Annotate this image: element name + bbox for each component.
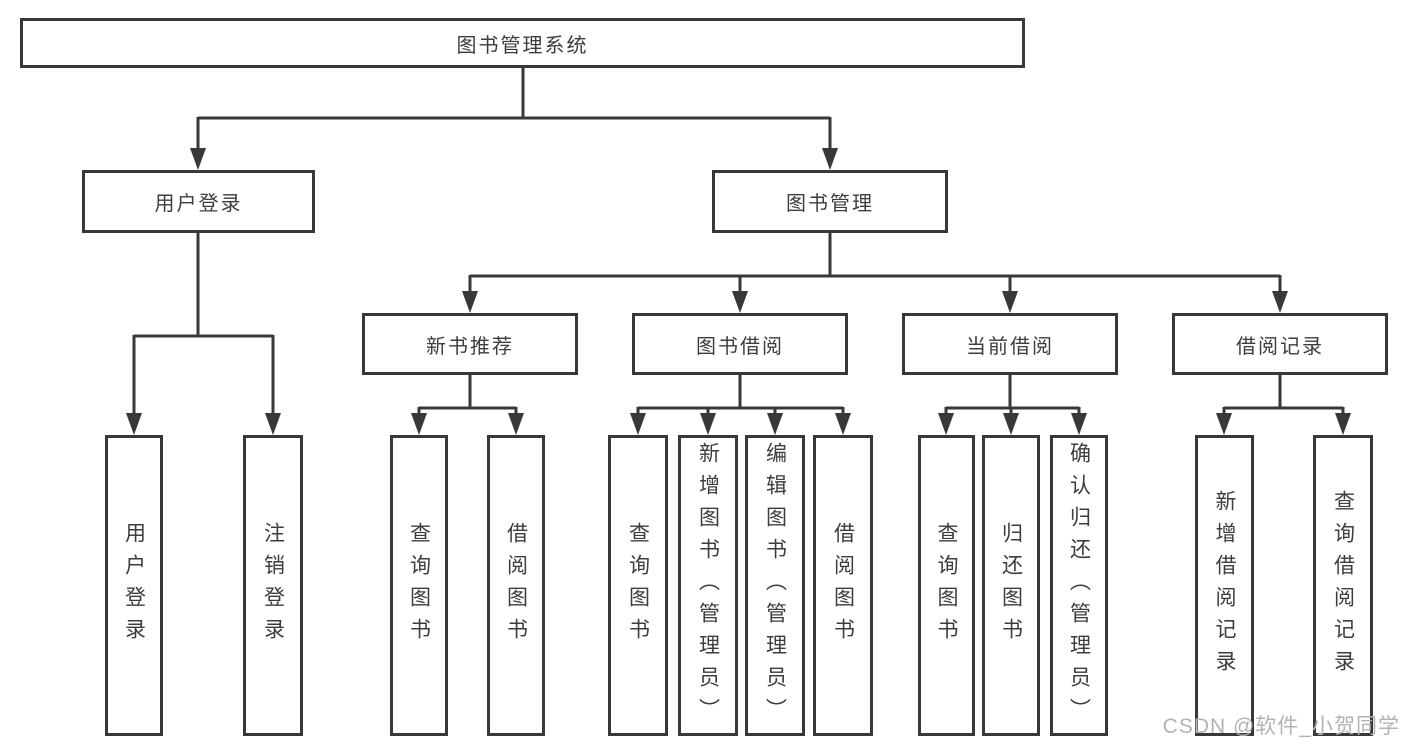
leaf-return-books-label: 归还图书 xyxy=(999,521,1023,650)
leaf-confirm-return-admin: 确认归还（管理员） xyxy=(1050,435,1108,736)
leaf-return-books: 归还图书 xyxy=(982,435,1040,736)
leaf-query-borrow-record-label: 查询借阅记录 xyxy=(1331,489,1355,682)
leaf-user-login: 用户登录 xyxy=(105,435,163,736)
node-book-borrowing: 图书借阅 xyxy=(632,313,848,375)
leaf-add-books-admin: 新增图书（管理员） xyxy=(678,435,738,736)
node-current-borrowing-label: 当前借阅 xyxy=(966,335,1054,358)
leaf-borrow-books-label: 借阅图书 xyxy=(831,521,855,650)
node-new-book-recommend: 新书推荐 xyxy=(362,313,578,375)
leaf-edit-books-admin: 编辑图书（管理员） xyxy=(745,435,805,736)
leaf-query-books-current: 查询图书 xyxy=(918,435,975,736)
leaf-logout-label: 注销登录 xyxy=(261,521,285,650)
leaf-query-books-borrow-label: 查询图书 xyxy=(626,521,650,650)
node-book-management: 图书管理 xyxy=(712,170,948,233)
node-user-login-label: 用户登录 xyxy=(154,193,243,215)
leaf-edit-books-admin-label: 编辑图书（管理员） xyxy=(763,441,787,730)
leaf-query-borrow-record: 查询借阅记录 xyxy=(1313,435,1373,736)
leaf-user-login-label: 用户登录 xyxy=(122,521,146,650)
leaf-add-borrow-record: 新增借阅记录 xyxy=(1195,435,1254,736)
node-user-login: 用户登录 xyxy=(82,170,315,233)
leaf-query-books-recommend-label: 查询图书 xyxy=(407,521,431,650)
node-root-label: 图书管理系统 xyxy=(456,34,589,57)
node-book-borrowing-label: 图书借阅 xyxy=(696,335,784,358)
node-root-library-system: 图书管理系统 xyxy=(20,18,1025,68)
leaf-query-books-current-label: 查询图书 xyxy=(935,521,958,650)
leaf-logout: 注销登录 xyxy=(243,435,303,736)
node-current-borrowing: 当前借阅 xyxy=(902,313,1118,375)
leaf-add-books-admin-label: 新增图书（管理员） xyxy=(696,441,720,730)
node-book-management-label: 图书管理 xyxy=(786,193,874,215)
leaf-query-books-borrow: 查询图书 xyxy=(608,435,668,736)
leaf-borrow-books-recommend: 借阅图书 xyxy=(487,435,545,736)
leaf-borrow-books-recommend-label: 借阅图书 xyxy=(504,521,528,650)
node-borrowing-records-label: 借阅记录 xyxy=(1236,335,1324,358)
arrowheads xyxy=(126,148,1351,435)
leaf-query-books-recommend: 查询图书 xyxy=(390,435,448,736)
node-new-book-recommend-label: 新书推荐 xyxy=(426,335,514,358)
node-borrowing-records: 借阅记录 xyxy=(1172,313,1388,375)
leaf-add-borrow-record-label: 新增借阅记录 xyxy=(1213,489,1236,682)
leaf-borrow-books: 借阅图书 xyxy=(813,435,873,736)
leaf-confirm-return-admin-label: 确认归还（管理员） xyxy=(1067,441,1091,730)
csdn-watermark: CSDN @软件_小贺同学 xyxy=(1162,715,1400,738)
